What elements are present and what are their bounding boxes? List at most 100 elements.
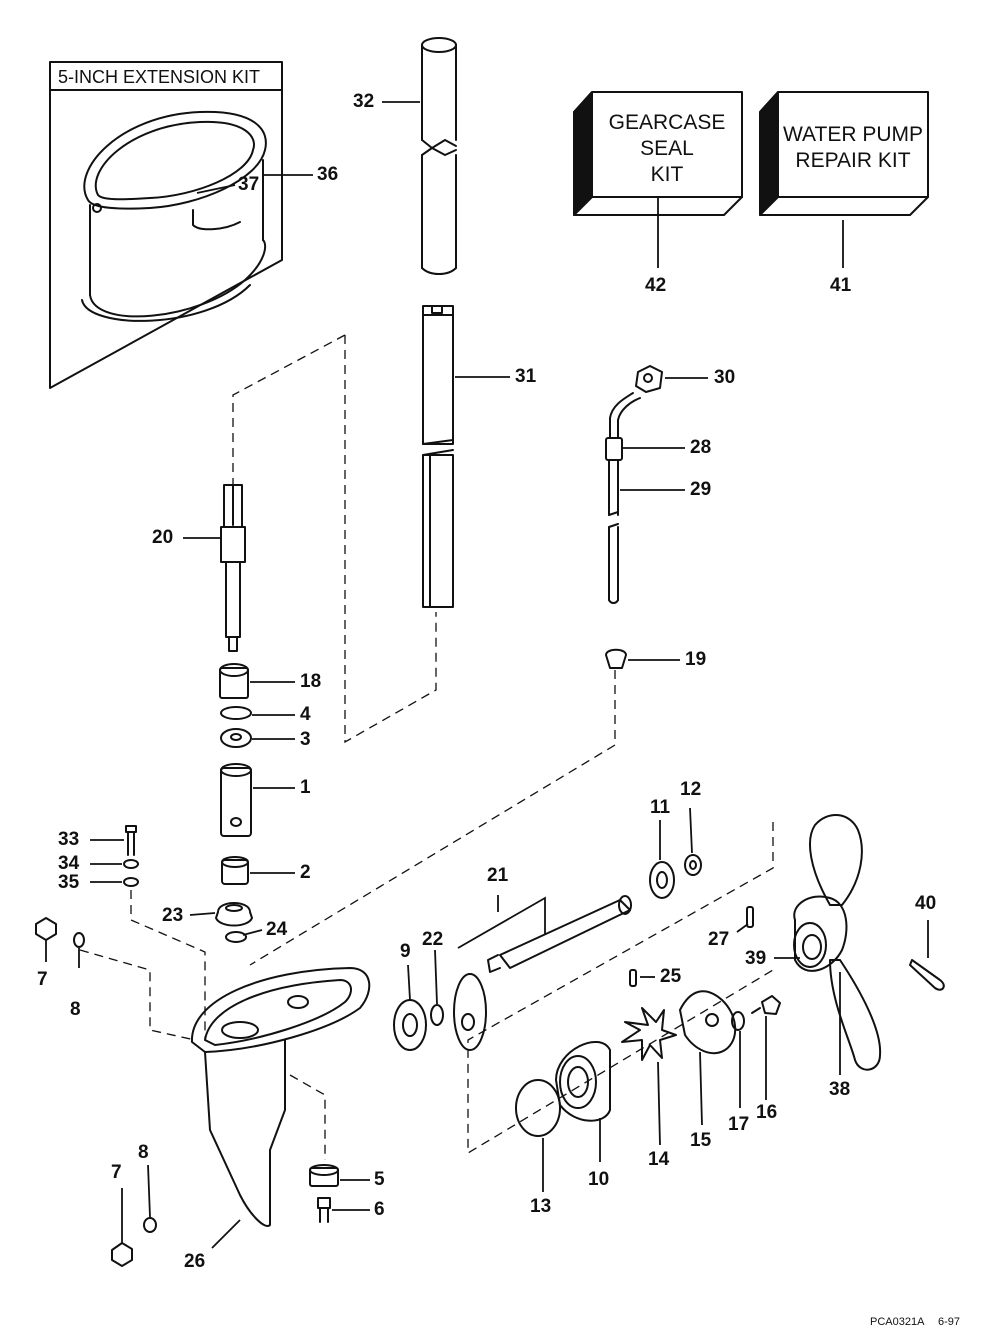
leader-lines	[45, 101, 929, 1249]
cotter-pin-40	[909, 959, 945, 991]
water-pump-kit-label: WATER PUMP REPAIR KIT	[778, 122, 928, 174]
callout-22: 22	[422, 929, 444, 950]
extension-kit-frame	[49, 61, 283, 389]
callout-3: 3	[300, 729, 311, 750]
callout-11: 11	[650, 797, 671, 818]
bushing-5	[309, 1164, 339, 1187]
grommet-19	[605, 648, 627, 669]
seal-12	[684, 854, 702, 876]
gearcase-seal-kit-box	[573, 91, 743, 216]
gearcase-kit-line3: KIT	[650, 163, 684, 186]
nut-7-upper	[35, 917, 57, 941]
bearing-11	[649, 861, 675, 899]
bolt-33	[125, 825, 137, 856]
nut-24	[225, 931, 247, 943]
callout-9: 9	[400, 941, 411, 962]
extension-ring-drawing	[81, 110, 267, 322]
washer-35	[123, 877, 139, 887]
callout-6: 6	[374, 1199, 385, 1220]
callout-26: 26	[184, 1251, 206, 1272]
propeller-hub-39	[793, 922, 827, 968]
callout-8-upper: 8	[70, 999, 81, 1020]
gearcase-kit-line2: SEAL	[640, 137, 694, 160]
washer-22	[430, 1004, 444, 1026]
callout-1: 1	[300, 777, 311, 798]
drive-shaft-extension-32	[421, 37, 457, 275]
callout-7-lower: 7	[111, 1162, 122, 1183]
footer-date: 6-97	[938, 1316, 961, 1328]
retaining-ring-4	[220, 706, 252, 720]
bearing-9	[393, 999, 427, 1051]
nut-7-lower	[111, 1242, 133, 1267]
callout-29: 29	[690, 479, 712, 500]
bolt-6	[317, 1197, 331, 1223]
callout-35: 35	[58, 872, 80, 893]
grommet-30	[635, 365, 663, 393]
tube-1	[220, 763, 252, 837]
water-pump-kit-line2: REPAIR KIT	[795, 149, 911, 172]
callout-39: 39	[745, 948, 767, 969]
gearcase-seal-kit-label: GEARCASE SEAL KIT	[592, 110, 742, 188]
pin-27	[746, 906, 754, 928]
pinion-gear-23	[215, 902, 253, 927]
washer-34	[123, 859, 139, 869]
impeller-14	[621, 1007, 677, 1061]
callout-13: 13	[530, 1196, 552, 1217]
callout-36: 36	[317, 164, 339, 185]
callout-2: 2	[300, 862, 311, 883]
callout-38: 38	[829, 1079, 851, 1100]
callout-17: 17	[728, 1114, 750, 1135]
callout-18: 18	[300, 671, 322, 692]
impeller-plate-15	[679, 990, 737, 1055]
pin-25	[629, 969, 637, 987]
callout-31: 31	[515, 366, 537, 387]
water-pump-kit-line1: WATER PUMP	[783, 123, 923, 146]
extension-kit-header: 5-INCH EXTENSION KIT	[58, 67, 261, 87]
water-pump-kit-box	[759, 91, 929, 216]
callout-16: 16	[756, 1102, 778, 1123]
washer-3	[220, 728, 252, 748]
water-tube-29	[605, 392, 641, 604]
bearing-18	[219, 663, 249, 699]
o-ring-13	[515, 1079, 561, 1137]
callout-42: 42	[645, 275, 667, 296]
callout-20: 20	[152, 527, 174, 548]
callout-34: 34	[58, 853, 80, 874]
bolt-16	[751, 995, 781, 1015]
footer-code: PCA0321A	[870, 1316, 925, 1328]
washer-17	[731, 1011, 745, 1031]
gearcase-kit-line1: GEARCASE	[608, 111, 726, 134]
callout-14: 14	[648, 1149, 670, 1170]
callout-37: 37	[238, 174, 260, 195]
callout-8-lower: 8	[138, 1142, 149, 1163]
callout-15: 15	[690, 1130, 712, 1151]
pinion-shaft-20	[220, 484, 246, 652]
callout-40: 40	[915, 893, 937, 914]
callout-30: 30	[714, 367, 736, 388]
drive-shaft-31	[422, 305, 454, 608]
washer-8-lower	[143, 1217, 157, 1233]
propeller-38	[793, 814, 882, 1071]
pump-housing-10	[555, 1040, 611, 1122]
bearing-2	[221, 856, 249, 885]
callout-32: 32	[353, 91, 375, 112]
alignment-dashes	[79, 334, 774, 1160]
gearcase-26	[190, 967, 371, 1227]
forward-gear-22	[453, 973, 487, 1051]
callout-19: 19	[685, 649, 707, 670]
callout-25: 25	[660, 966, 682, 987]
callout-27: 27	[708, 929, 730, 950]
callout-24: 24	[266, 919, 288, 940]
callout-12: 12	[680, 779, 702, 800]
callout-4: 4	[300, 704, 311, 725]
callout-21: 21	[487, 865, 509, 886]
callout-41: 41	[830, 275, 852, 296]
callout-28: 28	[690, 437, 712, 458]
callout-7-upper: 7	[37, 969, 48, 990]
propeller-shaft-21	[487, 895, 632, 973]
washer-8-upper	[73, 932, 85, 948]
callout-23: 23	[162, 905, 184, 926]
callout-10: 10	[588, 1169, 610, 1190]
